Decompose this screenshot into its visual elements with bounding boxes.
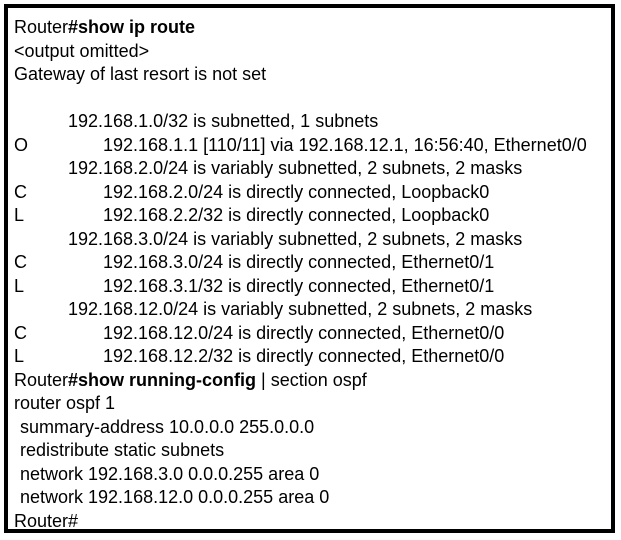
route-code: C <box>14 181 27 202</box>
route-row: C 192.168.12.0/24 is directly connected, … <box>14 322 605 346</box>
subnet-header-row: 192.168.3.0/24 is variably subnetted, 2 … <box>68 228 523 249</box>
route-row: O 192.168.1.1 [110/11] via 192.168.12.1, … <box>14 134 605 158</box>
config-line-redistribute: redistribute static subnets <box>20 440 225 460</box>
route-code: O <box>14 134 29 155</box>
route-code: L <box>14 205 25 225</box>
final-prompt: Router# <box>14 510 79 531</box>
cli-command-line-show-running-config: Router#show running-config | section osp… <box>14 369 605 393</box>
config-line-summary-address: summary-address 10.0.0.0 255.0.0.0 <box>20 416 315 437</box>
config-line-router-ospf: router ospf 1 <box>14 393 116 413</box>
command-pipe-section: | section ospf <box>256 369 367 390</box>
cli-command-line-show-ip-route: Router#show ip route <box>14 16 605 40</box>
route-text: 192.168.3.1/32 is directly connected, Et… <box>103 275 495 296</box>
blank-line <box>14 87 605 111</box>
config-line-network-1: network 192.168.3.0 0.0.0.255 area 0 <box>20 463 320 484</box>
route-text: 192.168.12.0/24 is directly connected, E… <box>103 322 505 343</box>
route-row: L 192.168.2.2/32 is directly connected, L… <box>14 204 605 228</box>
route-row: C 192.168.3.0/24 is directly connected, E… <box>14 251 605 275</box>
route-row: C 192.168.2.0/24 is directly connected, L… <box>14 181 605 205</box>
terminal-output-panel: Router#show ip route <output omitted> Ga… <box>4 4 615 533</box>
subnet-header-row: 192.168.1.0/32 is subnetted, 1 subnets <box>68 111 379 131</box>
route-row: L 192.168.3.1/32 is directly connected, E… <box>14 275 605 299</box>
route-text: 192.168.12.2/32 is directly connected, E… <box>103 346 505 366</box>
route-text: 192.168.2.0/24 is directly connected, Lo… <box>103 181 490 202</box>
gateway-of-last-resort-line: Gateway of last resort is not set <box>14 64 267 84</box>
command-show-running-config: #show running-config <box>68 369 257 390</box>
subnet-header-row: 192.168.2.0/24 is variably subnetted, 2 … <box>68 158 523 178</box>
output-omitted-line: <output omitted> <box>14 40 150 61</box>
subnet-header-row: 192.168.12.0/24 is variably subnetted, 2… <box>68 299 533 319</box>
route-code: C <box>14 322 27 343</box>
config-line-network-2: network 192.168.12.0 0.0.0.255 area 0 <box>20 487 330 507</box>
route-code: L <box>14 346 25 366</box>
route-text: 192.168.3.0/24 is directly connected, Et… <box>103 252 495 272</box>
route-text: 192.168.2.2/32 is directly connected, Lo… <box>103 205 490 225</box>
route-code: C <box>14 252 27 272</box>
command-show-ip-route: #show ip route <box>68 17 196 37</box>
route-text: 192.168.1.1 [110/11] via 192.168.12.1, 1… <box>103 134 587 155</box>
router-prompt: Router <box>14 17 69 37</box>
router-prompt: Router <box>14 369 69 390</box>
route-row: L 192.168.12.2/32 is directly connected, … <box>14 345 605 369</box>
route-code: L <box>14 275 25 296</box>
